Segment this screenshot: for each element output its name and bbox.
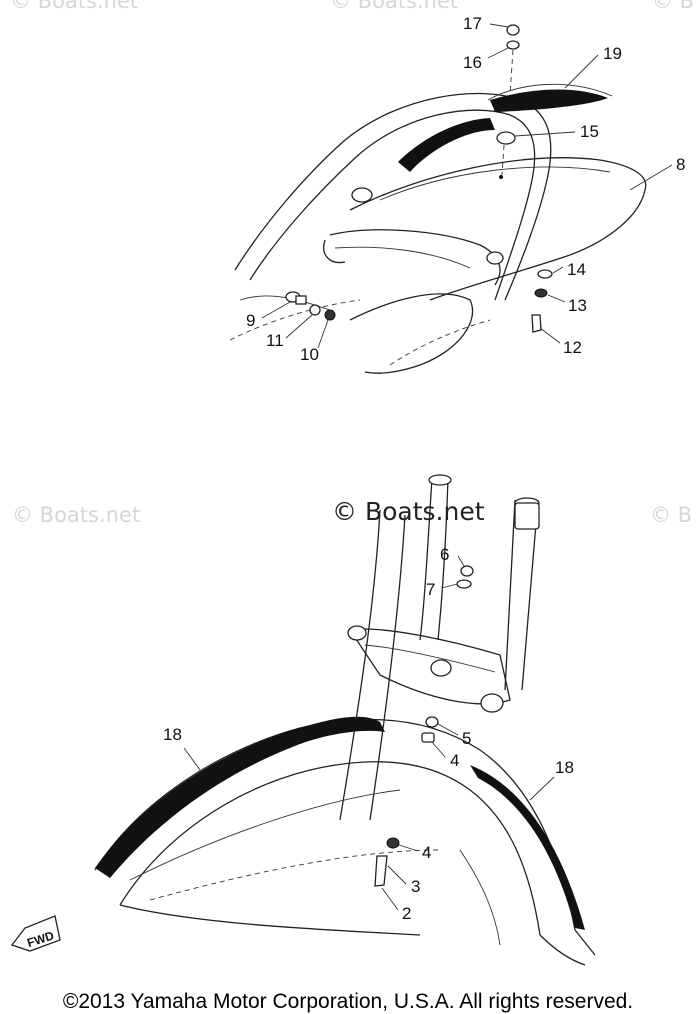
callout-8: 8: [676, 155, 685, 174]
lower-leaders: [183, 555, 555, 911]
callout-13: 13: [568, 296, 587, 315]
fender-mount-boss: [486, 251, 504, 265]
callout-14: 14: [567, 260, 586, 279]
callout-7: 7: [426, 580, 435, 599]
fork-cap-left: [428, 474, 452, 486]
fwd-arrow: FWD: [10, 915, 61, 952]
callout-18-left: 18: [163, 725, 182, 744]
collar-13: [534, 288, 548, 298]
callout-2: 2: [402, 904, 411, 923]
callout-4-lower: 4: [422, 843, 431, 862]
callout-3: 3: [411, 877, 420, 896]
lower-hardware: [374, 565, 474, 887]
upper-hardware: [285, 24, 553, 333]
upper-leaders: [261, 23, 673, 349]
nut-17: [506, 24, 520, 36]
callout-9: 9: [246, 311, 255, 330]
copyright-notice: ©2013 Yamaha Motor Corporation, U.S.A. A…: [62, 990, 634, 1013]
nut-6: [460, 565, 474, 577]
collar-4-upper: [421, 732, 435, 743]
washer-11: [309, 304, 321, 316]
front-fork-assembly: [339, 474, 540, 821]
clamp-bolt-right: [480, 693, 504, 713]
watermark-main: © Boats.net: [332, 497, 485, 526]
callout-17: 17: [463, 14, 482, 33]
rear-fender-assembly: [229, 92, 647, 374]
washer-14: [537, 269, 553, 279]
callout-18-right: 18: [555, 758, 574, 777]
nut-5: [425, 716, 439, 728]
bolt-2: [374, 855, 388, 887]
callout-12: 12: [563, 338, 582, 357]
callout-5: 5: [462, 729, 471, 748]
callout-15: 15: [580, 122, 599, 141]
tube-stripe: [398, 118, 495, 172]
clamp-bolt-left: [347, 625, 367, 641]
callout-labels: 17 16 19 15 8 14 13 12 9 11 10 6 7 5 4 4…: [163, 14, 685, 923]
watermark-faint-left: © Boats.net: [12, 503, 140, 527]
callout-11: 11: [266, 331, 284, 350]
grommet-15: [496, 131, 516, 145]
callout-16: 16: [463, 53, 482, 72]
clamp-center-nut: [430, 659, 452, 677]
frame-bolt-boss: [351, 187, 373, 203]
front-fender-stripe-left: [95, 716, 385, 878]
watermark-faint-top-right: © B: [652, 0, 694, 13]
watermark-faint-top-left: © Boats.net: [10, 0, 138, 13]
front-fender-stripe-right: [470, 765, 585, 930]
callout-6: 6: [440, 545, 449, 564]
nut-10: [324, 309, 336, 321]
watermark-faint-top-mid: © Boats.net: [330, 0, 458, 13]
collar-4-lower: [386, 837, 400, 849]
washer-7: [456, 579, 472, 589]
washer-16: [506, 40, 520, 50]
watermark-faint-right: © B: [650, 503, 692, 527]
callout-4-upper: 4: [450, 751, 459, 770]
front-fender: [94, 718, 596, 966]
callout-10: 10: [300, 345, 319, 364]
rear-fender-flap: [490, 89, 608, 112]
bolt-12: [531, 314, 542, 333]
callout-19: 19: [603, 44, 622, 63]
